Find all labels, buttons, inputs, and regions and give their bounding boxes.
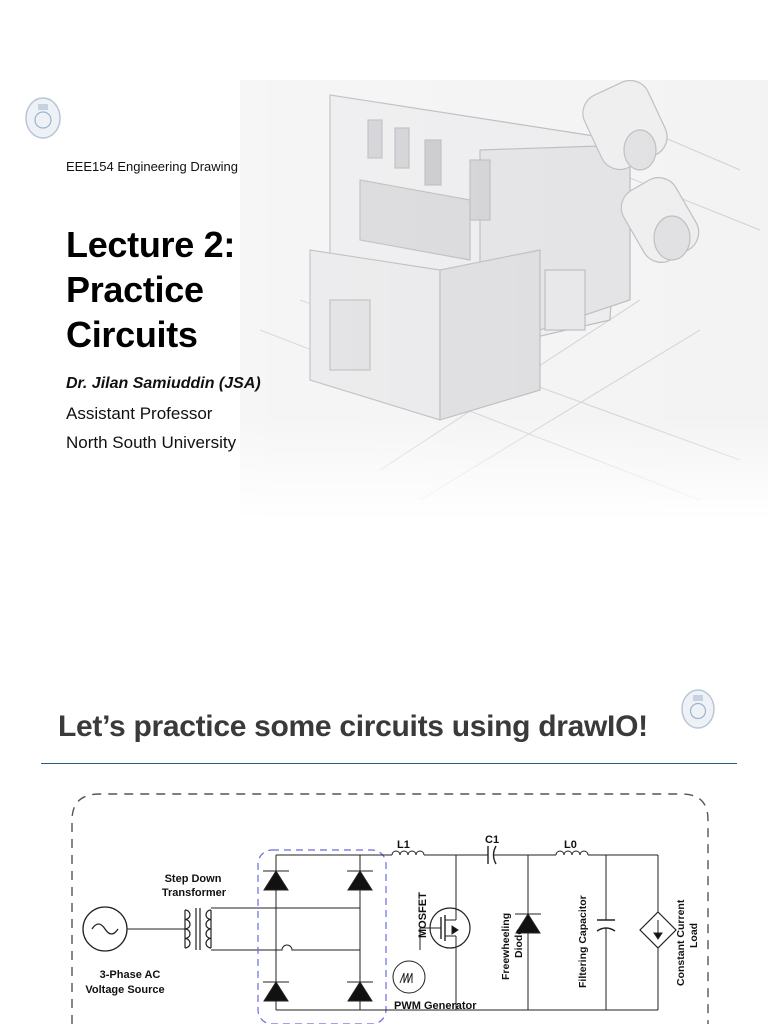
current-source-load	[639, 855, 677, 1010]
pwm-generator	[392, 960, 426, 994]
circuit-boundary	[71, 793, 709, 1024]
architectural-sketch-background	[0, 0, 768, 520]
transformer-label: Transformer	[162, 887, 227, 899]
title-slide: EEE154 Engineering Drawing Lecture 2: Pr…	[0, 0, 768, 520]
title-divider	[41, 763, 737, 764]
transformer-label: Step Down	[165, 873, 222, 885]
source-label: Voltage Source	[85, 984, 164, 996]
rectifier-box	[257, 849, 387, 1024]
slide-title: Let’s practice some circuits using drawI…	[58, 710, 648, 743]
course-name: EEE154 Engineering Drawing	[66, 159, 238, 174]
load-label: Constant Current	[675, 899, 687, 986]
c1-label: C1	[485, 834, 499, 846]
source-label: 3-Phase AC	[100, 969, 161, 981]
circuit-diagram: 3-Phase AC Voltage Source Step Down Tran…	[71, 793, 709, 1024]
university-logo-icon	[681, 689, 715, 729]
practice-slide: Let’s practice some circuits using drawI…	[0, 680, 768, 1024]
l1-label: L1	[397, 839, 410, 851]
lecture-title: Lecture 2: Practice Circuits	[66, 222, 235, 357]
transformer	[184, 908, 212, 950]
load-label: Load	[688, 923, 700, 948]
diode-label: Freewheeling	[500, 913, 512, 980]
mosfet	[419, 855, 471, 1010]
title-line: Circuits	[66, 314, 198, 355]
title-line: Practice	[66, 269, 204, 310]
top-rail	[360, 845, 658, 1011]
freewheeling-diode	[515, 855, 541, 1010]
author-university: North South University	[66, 433, 237, 452]
bridge-rectifier	[263, 854, 373, 1011]
title-line: Lecture 2:	[66, 224, 236, 265]
diode	[263, 981, 289, 1002]
diode	[263, 870, 289, 891]
diode	[347, 981, 373, 1002]
author-name: Dr. Jilan Samiuddin (JSA)	[66, 375, 261, 392]
diode-label: Diode	[513, 929, 525, 958]
pwm-label: PWM Generator	[394, 1000, 477, 1012]
filtering-capacitor	[596, 855, 616, 1010]
filter-cap-label: Filtering Capacitor	[577, 895, 589, 988]
ac-source	[82, 906, 185, 952]
mosfet-label: MOSFET	[417, 892, 429, 938]
diode	[347, 870, 373, 891]
l0-label: L0	[564, 839, 577, 851]
university-logo-icon	[25, 97, 61, 139]
author-role: Assistant Professor	[66, 404, 213, 423]
